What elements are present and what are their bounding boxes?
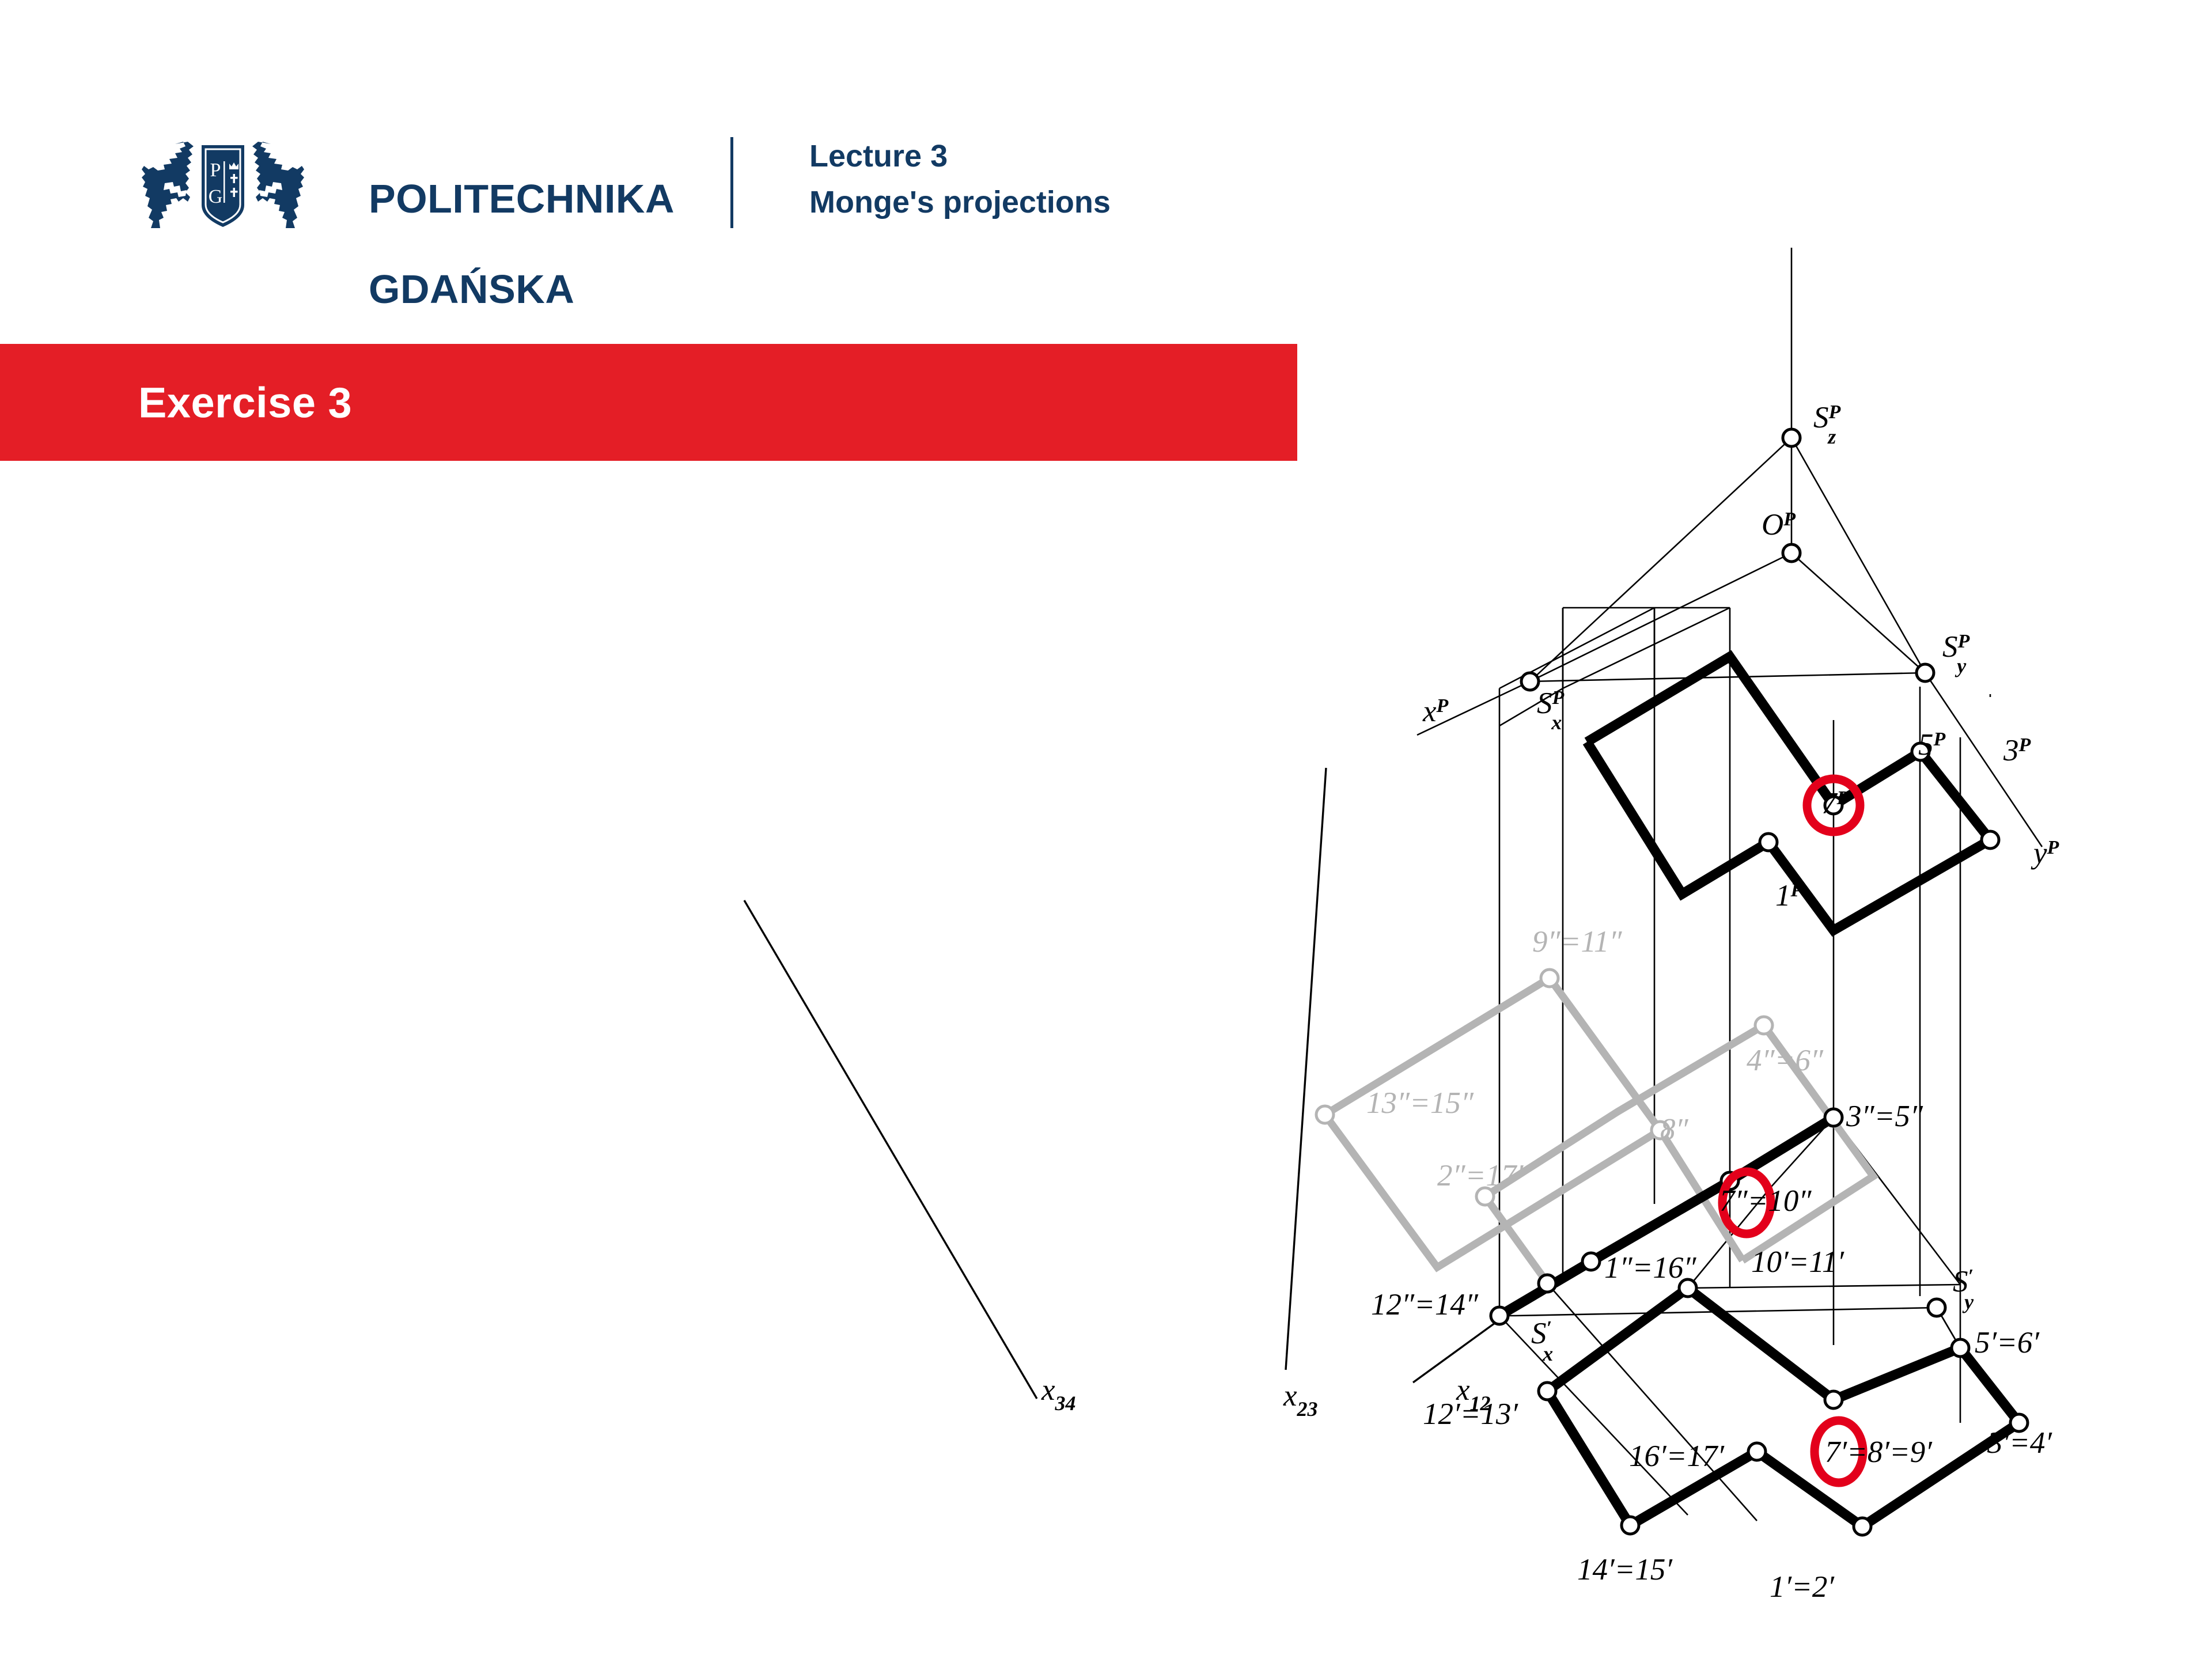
exercise-title: Exercise 3 bbox=[138, 378, 353, 426]
x23-axis-line bbox=[1285, 767, 1327, 1370]
label-7-8-9-d: 7′=8′=9′ bbox=[1825, 1435, 1933, 1469]
label-3-4-d: 3′=4′ bbox=[1987, 1426, 2052, 1460]
label-12-13-d: 12′=13′ bbox=[1423, 1397, 1518, 1431]
label-O-P: OP bbox=[1762, 508, 1796, 541]
gray-auxiliary-outline bbox=[1321, 973, 1879, 1290]
label-8-dd: 8″ bbox=[1660, 1113, 1689, 1146]
label-13-15-dd: 13″=15″ bbox=[1366, 1086, 1474, 1120]
lecture-number: Lecture 3 bbox=[809, 139, 948, 173]
label-7-P: 7P bbox=[1821, 787, 1849, 820]
highlight-circles bbox=[1718, 774, 1868, 1487]
vertex-1-2-d bbox=[1854, 1518, 1871, 1535]
label-5-6-d: 5′=6′ bbox=[1975, 1326, 2040, 1359]
vertex-1-P bbox=[1760, 834, 1777, 851]
label-Sy-prime: S′y bbox=[1953, 1265, 1974, 1313]
shield-rule bbox=[224, 161, 225, 203]
logo-svg: P G bbox=[142, 142, 304, 228]
label-14-15-d: 14′=15′ bbox=[1577, 1553, 1673, 1586]
label-16-17-d: 16′=17′ bbox=[1629, 1440, 1725, 1473]
label-4-6-dd: 4″=6″ bbox=[1747, 1044, 1824, 1077]
left-lion-icon bbox=[142, 142, 194, 228]
vertex-7-8-9-d bbox=[1825, 1391, 1842, 1408]
highlight-7-d bbox=[1810, 1416, 1868, 1487]
lecture-topic: Monge's projections bbox=[809, 184, 1111, 219]
label-1-16-dd: 1″=16″ bbox=[1604, 1251, 1696, 1285]
label-Sx-prime: S′x bbox=[1531, 1317, 1553, 1365]
vertex-5-6-d bbox=[1952, 1339, 1969, 1357]
gdansk-crown-crosses-icon bbox=[229, 162, 238, 197]
vertex-14-15-d bbox=[1622, 1517, 1639, 1534]
gray-quad-upper-left bbox=[1321, 973, 1666, 1272]
pg-coat-of-arms-logo: P G bbox=[128, 131, 318, 235]
vertex-Sz-P bbox=[1783, 429, 1800, 446]
university-name-line2: GDAŃSKA bbox=[369, 267, 575, 312]
x34-axis-line bbox=[743, 900, 1038, 1399]
label-1-P: 1P bbox=[1775, 879, 1803, 912]
label-7-10-dd: 7″=10″ bbox=[1719, 1184, 1812, 1218]
x12-axis-line bbox=[1412, 1316, 1504, 1384]
shield-letter-p: P bbox=[210, 160, 221, 181]
label-10-11-d: 10′=11′ bbox=[1751, 1245, 1844, 1279]
vertex-3-5-dd bbox=[1825, 1109, 1842, 1126]
exercise-banner: Exercise 3 bbox=[0, 344, 1297, 461]
header-divider bbox=[730, 137, 733, 228]
right-lion-icon bbox=[252, 142, 304, 228]
vertex-1-16-dd bbox=[1582, 1253, 1600, 1270]
vertex-3-P bbox=[1982, 831, 1999, 849]
vertex-Sx-P bbox=[1521, 673, 1539, 690]
vertex-Sx-prime bbox=[1539, 1275, 1556, 1292]
shield-letter-g: G bbox=[209, 186, 223, 207]
shield-icon: P G bbox=[202, 145, 244, 227]
lecture-heading: Lecture 3 Monge's projections bbox=[809, 134, 1111, 226]
ground-axis-lines bbox=[743, 767, 1504, 1399]
label-2-17-dd: 2″=17″ bbox=[1437, 1159, 1529, 1192]
university-name-line1: POLITECHNIKA bbox=[369, 176, 675, 222]
label-x23-axis: x23 bbox=[1283, 1379, 1318, 1421]
vertex-Sy-prime bbox=[1928, 1299, 1945, 1316]
construction-lines bbox=[1416, 248, 2043, 1521]
highlight-7-dd bbox=[1718, 1167, 1775, 1238]
vertex-12-14-dd bbox=[1491, 1307, 1508, 1324]
vertex-O-P bbox=[1783, 544, 1800, 562]
university-name: POLITECHNIKA GDAŃSKA bbox=[369, 131, 675, 357]
label-1-2-d: 1′=2′ bbox=[1770, 1570, 1835, 1604]
label-3-P: 3P bbox=[2003, 734, 2031, 767]
label-3-5-dd: 3″=5″ bbox=[1846, 1100, 1923, 1133]
label-12-14-dd: 12″=14″ bbox=[1371, 1288, 1479, 1321]
vertex-16-17-d bbox=[1748, 1443, 1766, 1460]
label-x34-axis: x34 bbox=[1041, 1373, 1076, 1415]
label-9-11-dd: 9″=11″ bbox=[1532, 925, 1622, 959]
highlight-7-P bbox=[1802, 774, 1865, 836]
top-view-outline bbox=[1543, 1282, 2027, 1533]
page-header: P G POLITECHNIKA GDAŃSKA Lecture 3 Monge… bbox=[0, 0, 2212, 334]
label-5-P: 5P bbox=[1918, 728, 1946, 762]
label-y-axis-axono: yP bbox=[2031, 836, 2059, 870]
label-x-axis-axono: xP bbox=[1422, 695, 1449, 728]
vertex-12-13-d bbox=[1539, 1382, 1556, 1400]
vertex-Sy-P bbox=[1916, 664, 1934, 681]
